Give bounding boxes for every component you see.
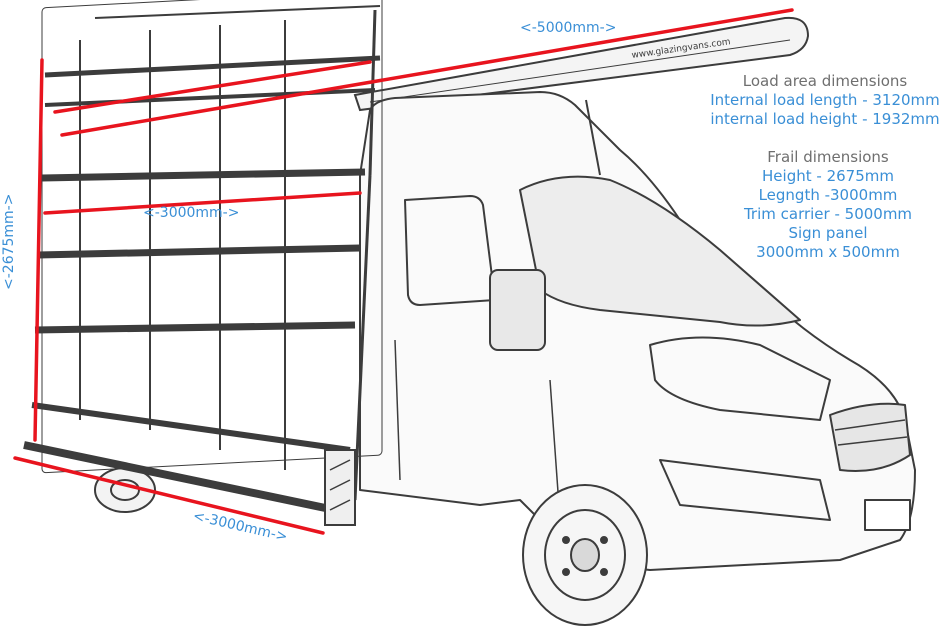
frail-sign-panel-size: 3000mm x 500mm <box>756 243 900 261</box>
trim-carrier-tube: www.glazingvans.com <box>353 16 810 112</box>
frail-trim-carrier: Trim carrier - 5000mm <box>743 205 913 223</box>
frail-height: Height - 2675mm <box>762 167 894 185</box>
measure-frame-length <box>43 191 362 215</box>
van-body <box>359 91 916 571</box>
measure-trim-carrier <box>60 8 794 137</box>
frail-heading: Frail dimensions <box>767 148 889 166</box>
glass-frame-rack <box>23 0 383 526</box>
load-area-length: Internal load length - 3120mm <box>710 91 940 109</box>
load-area-height: internal load height - 1932mm <box>710 110 940 128</box>
frame-length-dimension-label: <-3000mm-> <box>143 205 240 221</box>
measure-base-length <box>13 456 325 535</box>
load-area-heading: Load area dimensions <box>742 72 908 90</box>
measure-frame-height <box>33 58 44 442</box>
front-wheel <box>522 484 648 626</box>
frail-sign-panel: Sign panel <box>788 224 868 242</box>
frail-length: Legngth -3000mm <box>758 186 898 204</box>
measurement-lines <box>13 8 794 535</box>
load-area-dimensions-panel: Load area dimensions Internal load lengt… <box>690 72 950 129</box>
measure-frame-top <box>53 60 372 114</box>
frame-height-dimension-label: <-2675mm-> <box>1 193 17 290</box>
frail-dimensions-panel: Frail dimensions Height - 2675mm Legngth… <box>718 148 938 262</box>
trim-carrier-dimension-label: <-5000mm-> <box>520 20 617 36</box>
